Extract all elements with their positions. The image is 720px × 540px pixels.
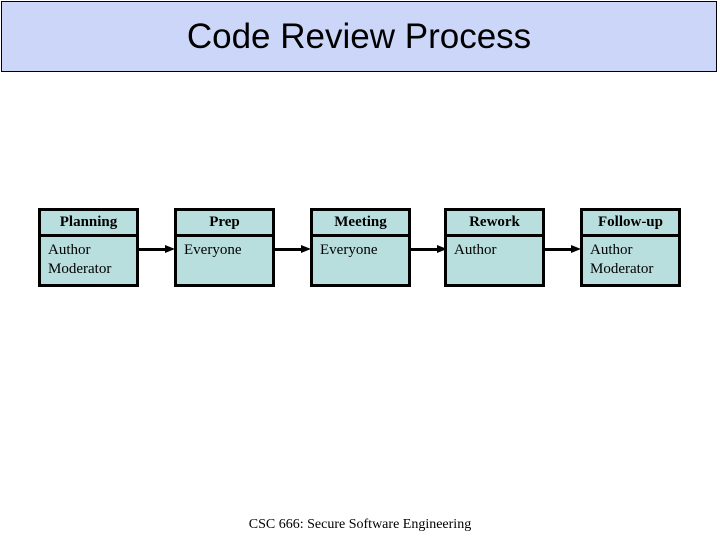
arrow-shaft bbox=[545, 248, 573, 251]
flow-stage-header: Meeting bbox=[313, 211, 408, 237]
arrow-head bbox=[165, 245, 175, 253]
title-banner: Code Review Process bbox=[1, 1, 717, 72]
arrow-right-icon bbox=[545, 245, 581, 254]
flow-stage-header: Follow-up bbox=[583, 211, 678, 237]
flow-stage-planning[interactable]: Planning Author Moderator bbox=[38, 208, 139, 287]
flow-stage-role: Everyone bbox=[320, 242, 378, 258]
flow-stage-body: Author bbox=[447, 237, 542, 284]
flow-stage-header: Planning bbox=[41, 211, 136, 237]
slide-footer: CSC 666: Secure Software Engineering bbox=[248, 517, 472, 532]
arrow-shaft bbox=[275, 248, 303, 251]
flow-stage-header: Prep bbox=[177, 211, 272, 237]
flow-stage-body: Author Moderator bbox=[41, 237, 136, 284]
arrow-head bbox=[437, 245, 447, 253]
flow-stage-role: Author bbox=[48, 242, 91, 258]
flow-stage-follow-up[interactable]: Follow-up Author Moderator bbox=[580, 208, 681, 287]
flow-stage-rework[interactable]: Rework Author bbox=[444, 208, 545, 287]
arrow-shaft bbox=[411, 248, 439, 251]
flow-stage-body: Everyone bbox=[177, 237, 272, 284]
arrow-head bbox=[571, 245, 581, 253]
flow-stage-role: Everyone bbox=[184, 242, 242, 258]
arrow-shaft bbox=[139, 248, 167, 251]
flow-stage-body: Author Moderator bbox=[583, 237, 678, 284]
arrow-right-icon bbox=[139, 245, 175, 254]
arrow-right-icon bbox=[275, 245, 311, 254]
flow-stage-role: Author bbox=[590, 242, 633, 258]
arrow-right-icon bbox=[411, 245, 447, 254]
flow-stage-prep[interactable]: Prep Everyone bbox=[174, 208, 275, 287]
flow-stage-role: Author bbox=[454, 242, 497, 258]
flow-stage-role: Moderator bbox=[590, 261, 654, 277]
flow-stage-header: Rework bbox=[447, 211, 542, 237]
page-title: Code Review Process bbox=[186, 17, 532, 56]
flow-stage-role: Moderator bbox=[48, 261, 112, 277]
arrow-head bbox=[301, 245, 311, 253]
flow-stage-meeting[interactable]: Meeting Everyone bbox=[310, 208, 411, 287]
flow-stage-body: Everyone bbox=[313, 237, 408, 284]
code-review-process-flow: Planning Author Moderator Prep Everyone … bbox=[0, 208, 720, 290]
